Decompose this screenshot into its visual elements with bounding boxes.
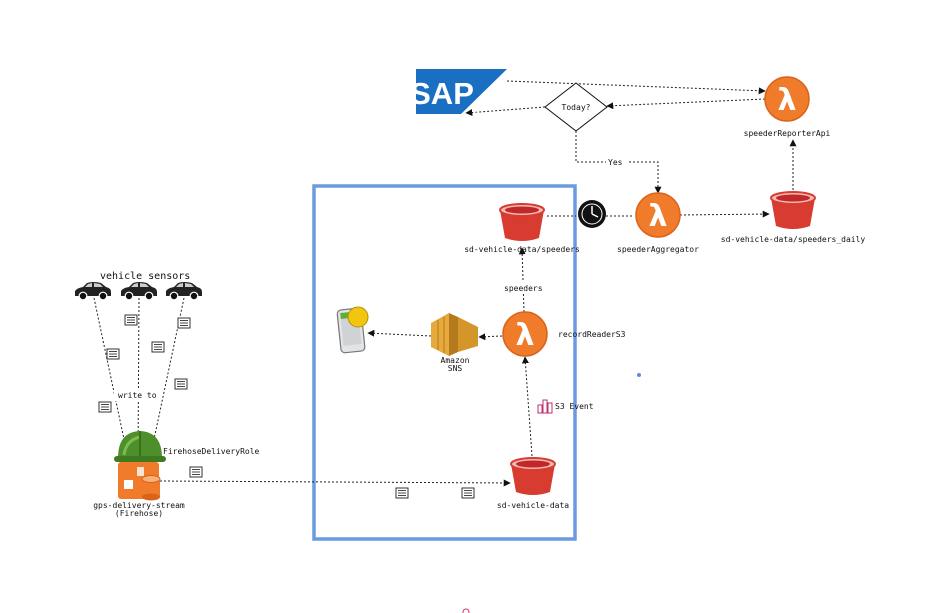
sns-label-line2: SNS xyxy=(448,364,463,373)
car-icon xyxy=(120,281,158,301)
s3-event-label: S3 Event xyxy=(555,402,594,411)
document-icon xyxy=(395,487,409,499)
lambda-icon xyxy=(635,192,681,238)
svg-text:®: ® xyxy=(474,108,479,115)
lambda-icon xyxy=(764,76,810,122)
document-icon xyxy=(177,317,191,329)
firehose-type-label: (Firehose) xyxy=(115,509,163,518)
sap-logo: SAP ® xyxy=(410,69,507,115)
processing-boundary xyxy=(312,184,577,541)
role-helmet-icon xyxy=(114,431,166,462)
document-icon xyxy=(189,466,203,478)
edge-firehose-to-bucket xyxy=(159,479,511,487)
record-reader-label: recordReaderS3 xyxy=(558,330,626,339)
amazon-sns-icon xyxy=(431,313,478,356)
svg-text:SAP: SAP xyxy=(410,76,474,111)
stray-point xyxy=(637,373,641,377)
s3-bucket-icon xyxy=(770,191,816,230)
firehose-icon xyxy=(118,462,161,501)
write-to-label: write to xyxy=(118,391,157,400)
edge-aggregator-to-daily xyxy=(679,210,770,218)
edge-decision-to-sap xyxy=(465,106,546,117)
edge-reader-to-speeders xyxy=(518,247,526,313)
edge-reader-to-sns xyxy=(478,333,503,341)
document-icon xyxy=(106,348,120,360)
speeders-edge-label: speeders xyxy=(504,284,543,293)
document-icon xyxy=(98,401,112,413)
car-icon xyxy=(165,281,203,301)
s3-bucket-icon xyxy=(499,203,545,242)
clock-icon xyxy=(578,200,606,228)
today-decision xyxy=(544,82,608,132)
edge-sns-to-phone xyxy=(367,329,432,337)
document-icon xyxy=(174,378,188,390)
document-icon xyxy=(124,314,138,326)
document-icon xyxy=(151,341,165,353)
s3-bucket-icon xyxy=(510,457,556,496)
sd-speeders-label: sd-vehicle-data/speeders xyxy=(464,245,580,254)
speeder-reporter-label: speederReporterApi xyxy=(744,129,831,138)
vehicle-sensors-label: vehicle sensors xyxy=(100,271,190,282)
edge-sensor-3 xyxy=(149,297,185,459)
firehose-name-label: gps-delivery-stream xyxy=(93,501,185,510)
edge-reporter-to-decision xyxy=(606,98,766,110)
edge-bucket-to-reader xyxy=(521,356,533,457)
document-icon xyxy=(461,487,475,499)
today-decision-label: Today? xyxy=(562,103,591,112)
car-icon xyxy=(74,281,112,301)
stray-point xyxy=(462,608,470,613)
sns-label-line1: Amazon xyxy=(441,356,470,365)
edge-sap-to-reporter xyxy=(506,80,766,95)
speeders-daily-label: sd-vehicle-data/speeders_daily xyxy=(721,235,866,244)
speeder-aggregator-label: speederAggregator xyxy=(617,245,699,254)
sd-vehicle-data-label: sd-vehicle-data xyxy=(497,501,569,510)
firehose-role-label: FirehoseDeliveryRole xyxy=(163,447,260,456)
s3-event-icon xyxy=(537,399,553,414)
yes-edge-label: Yes xyxy=(608,158,623,167)
lambda-icon xyxy=(502,311,548,357)
mobile-phone-icon xyxy=(336,306,369,354)
edge-sensor-1 xyxy=(93,297,129,459)
